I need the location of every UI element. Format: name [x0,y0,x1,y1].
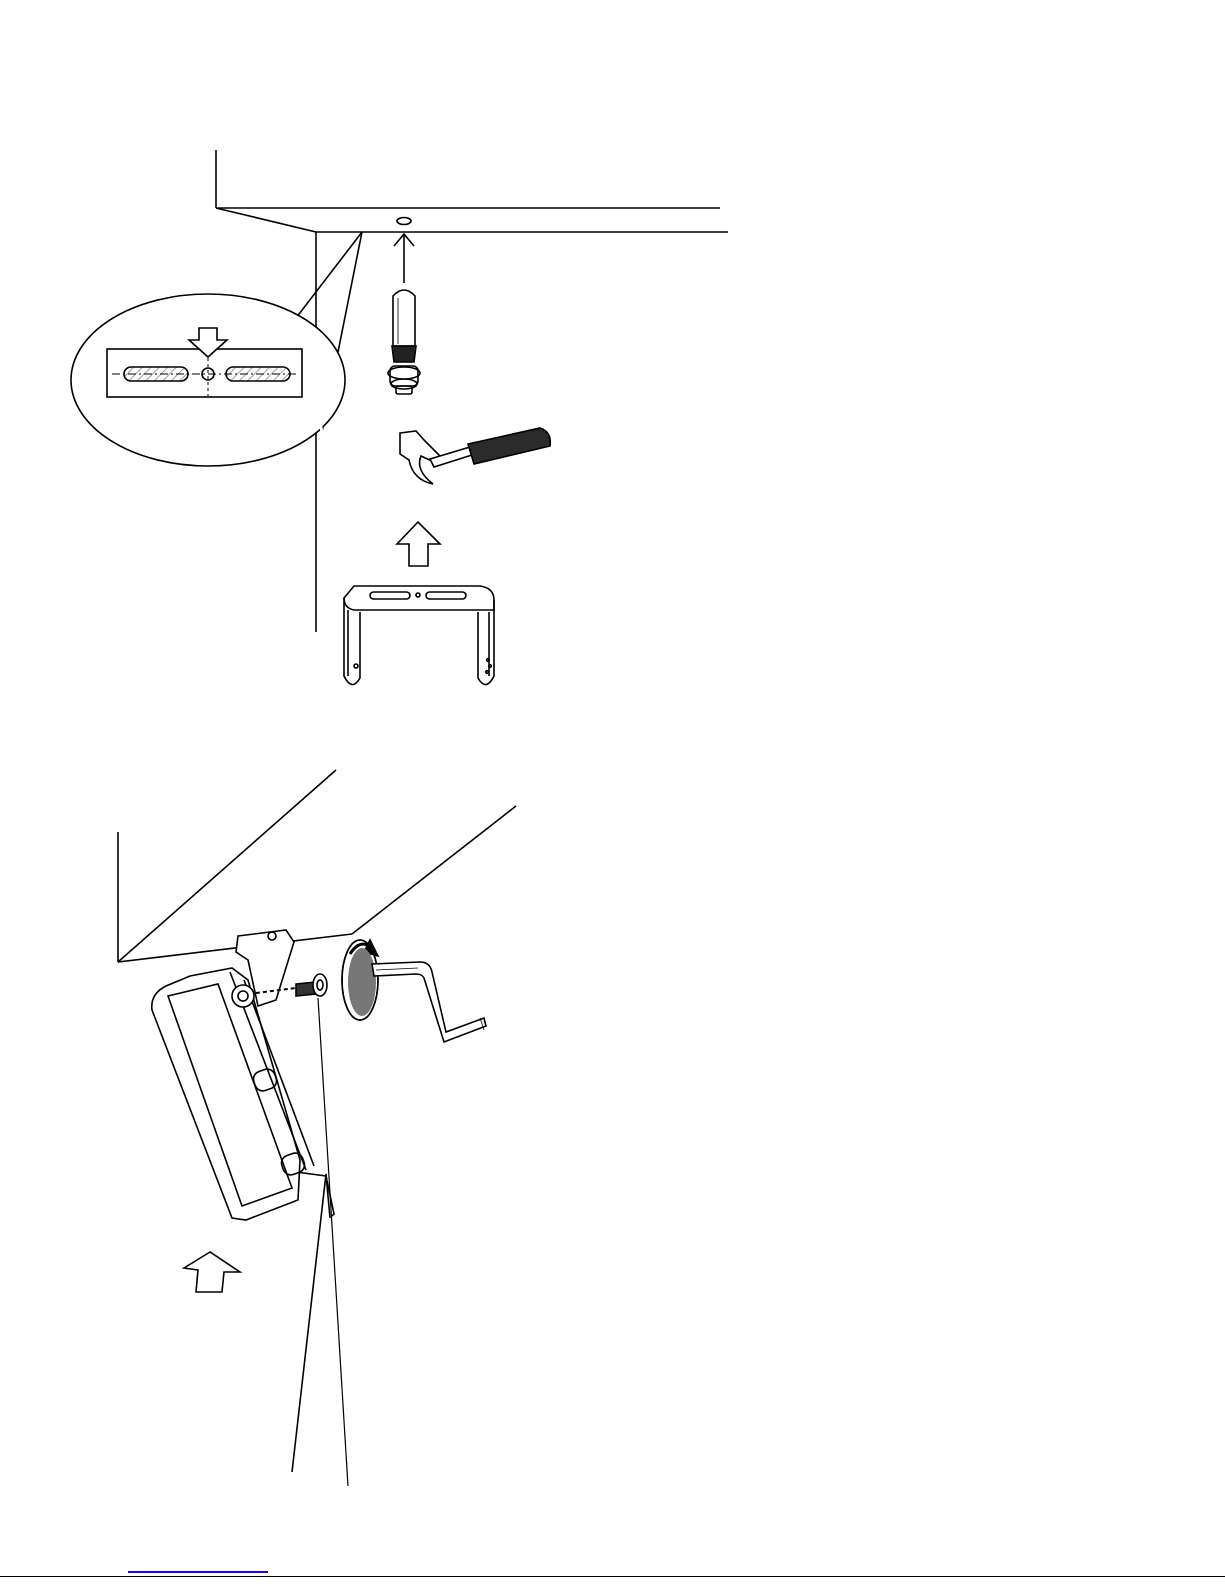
up-arrow-icon [184,1252,240,1292]
bracket-icon [344,586,494,685]
speaker-icon [152,968,314,1220]
rotate-arrow-icon [342,940,378,1020]
step-2-attach-speaker [118,770,516,1486]
pivot-knob-icon [232,985,254,1007]
anchor-bolt-icon [388,290,420,394]
drill-hole-template-icon [71,232,362,466]
step-1-ceiling-mount [71,150,728,685]
insert-arrow-icon [394,234,414,283]
hammer-icon [400,428,550,484]
up-arrow-icon [397,522,440,566]
page-footer-rule [0,1576,1225,1577]
footer-link-underline[interactable] [128,1571,268,1573]
hex-key-icon [372,962,486,1042]
room-corner-icon [118,770,516,1486]
